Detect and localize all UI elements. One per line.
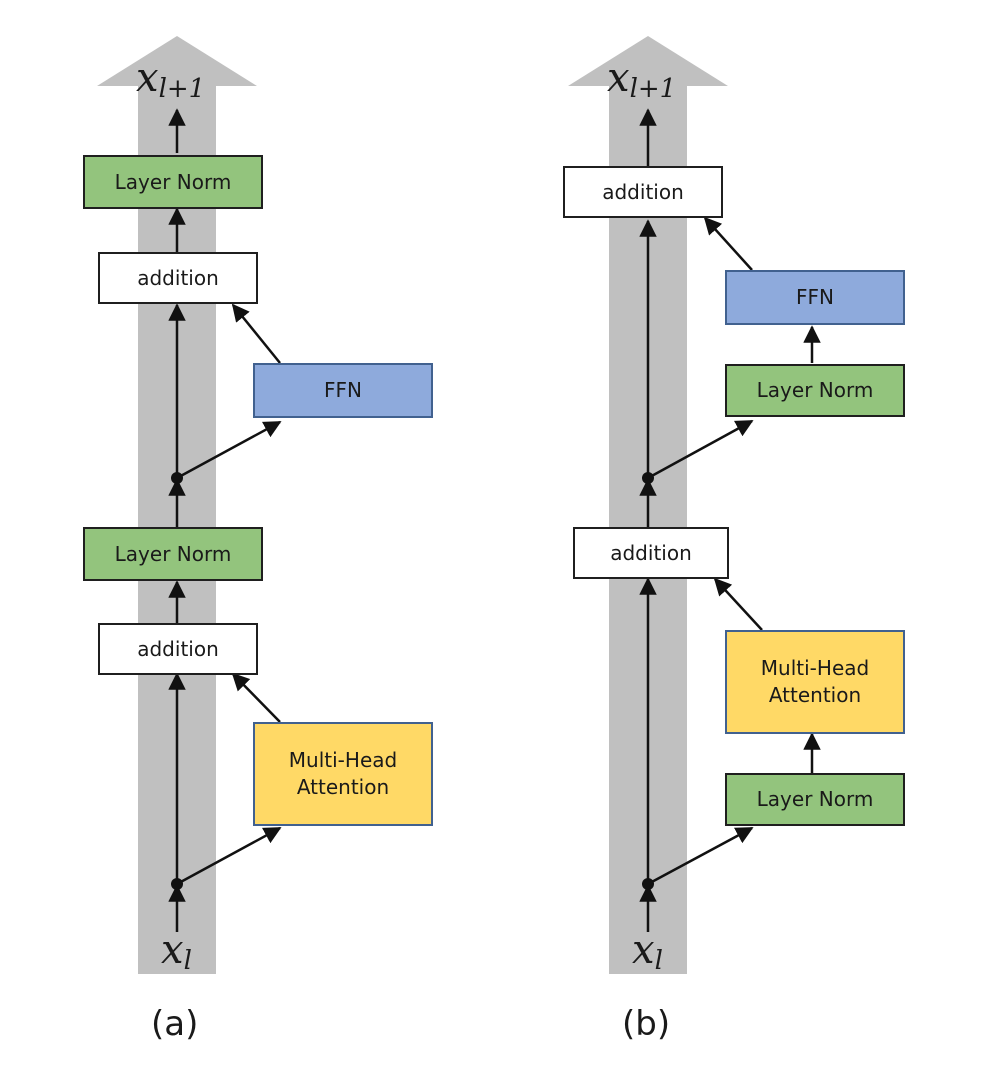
panel-b-attention: Multi-Head Attention — [725, 630, 905, 734]
panel-a-ffn-label: FFN — [324, 378, 362, 402]
panel-a-output-symbol: xl+1 — [136, 55, 206, 104]
panel-a-input-symbol: xl — [161, 927, 192, 976]
panel-a-addition-top: addition — [98, 252, 258, 304]
panel-b-addition-top: addition — [563, 166, 723, 218]
panel-b-caption: (b) — [622, 1004, 671, 1044]
panel-b-ffn: FFN — [725, 270, 905, 325]
panel-a-layer-norm-top-label: Layer Norm — [114, 169, 232, 194]
panel-b-layer-norm-attn: Layer Norm — [725, 773, 905, 826]
panel-a-layer-norm-top: Layer Norm — [83, 155, 263, 209]
panel-a-attention: Multi-Head Attention — [253, 722, 433, 826]
panel-b-layer-norm-ffn-label: Layer Norm — [756, 378, 874, 402]
panel-b-ffn-label: FFN — [796, 285, 834, 309]
panel-a-addition-top-label: addition — [137, 265, 219, 290]
panel-b-layer-norm-ffn: Layer Norm — [725, 364, 905, 417]
panel-a-branch-point-mid — [171, 472, 183, 484]
panel-a-attention-label: Multi-Head Attention — [288, 748, 398, 799]
panel-a-caption: (a) — [151, 1004, 199, 1044]
panel-b-attention-label: Multi-Head Attention — [760, 656, 870, 707]
panel-b-addition-bottom: addition — [573, 527, 729, 579]
panel-a-layer-norm-mid: Layer Norm — [83, 527, 263, 581]
panel-b-layer-norm-attn-label: Layer Norm — [756, 787, 874, 811]
panel-b-branch-point-mid — [642, 472, 654, 484]
panel-b-input-symbol: xl — [632, 927, 663, 976]
panel-b-addition-top-label: addition — [602, 179, 684, 204]
panel-a-branch-point-bottom — [171, 878, 183, 890]
panel-a-addition-bottom: addition — [98, 623, 258, 675]
panel-b-addition-bottom-label: addition — [610, 540, 692, 565]
panel-a-addition-bottom-label: addition — [137, 636, 219, 661]
panel-b-branch-point-bottom — [642, 878, 654, 890]
panel-b-output-symbol: xl+1 — [607, 55, 677, 104]
panel-b-arrows — [639, 108, 821, 932]
panel-a-arrows — [168, 108, 282, 932]
panel-a-layer-norm-mid-label: Layer Norm — [114, 541, 232, 566]
panel-a-ffn: FFN — [253, 363, 433, 418]
